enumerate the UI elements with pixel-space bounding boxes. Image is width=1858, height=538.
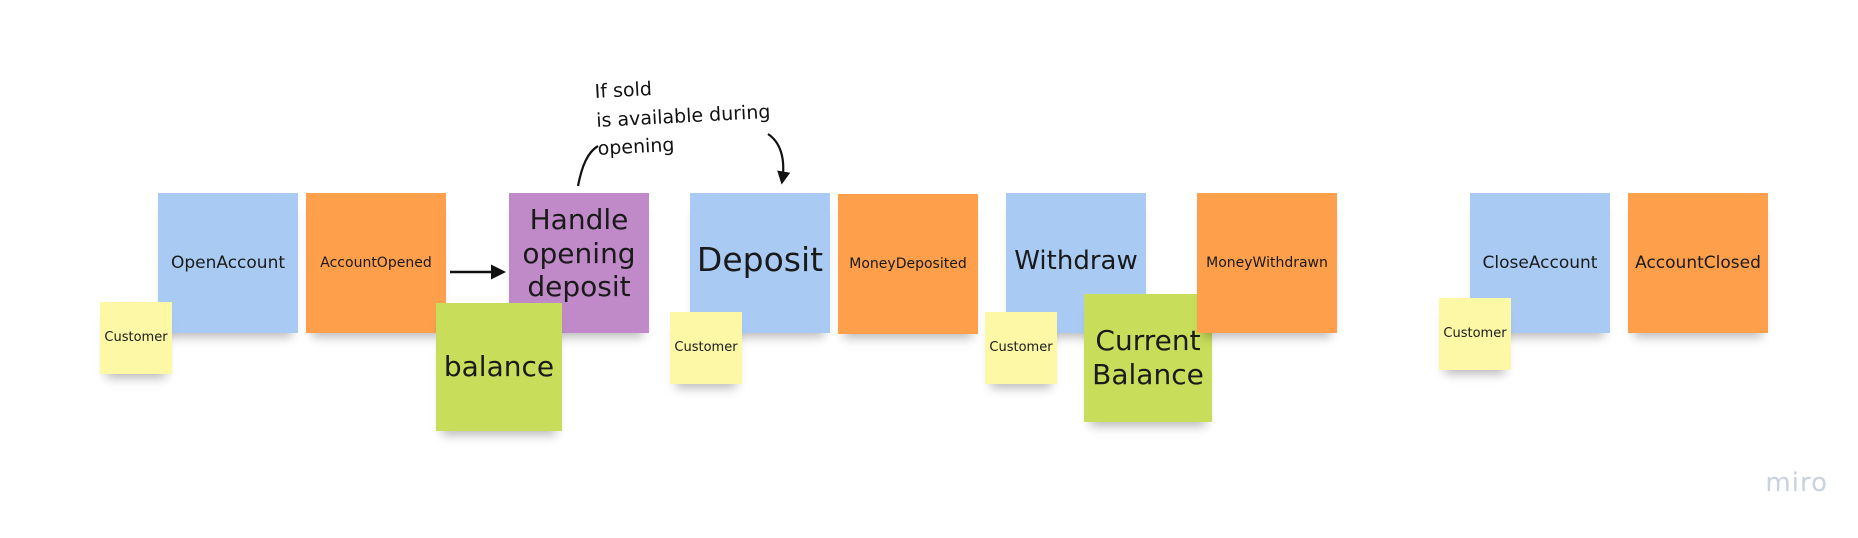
sticky-customer-actor[interactable]: Customer [1439, 298, 1511, 370]
sticky-label: Customer [674, 340, 738, 356]
sticky-open-account[interactable]: OpenAccount [158, 193, 298, 333]
sticky-money-deposited[interactable]: MoneyDeposited [838, 194, 978, 334]
sticky-label: AccountClosed [1635, 252, 1761, 273]
sticky-label: Handle opening deposit [522, 203, 636, 304]
sticky-account-closed[interactable]: AccountClosed [1628, 193, 1768, 333]
sticky-label: Customer [1443, 326, 1507, 342]
sticky-money-withdrawn[interactable]: MoneyWithdrawn [1197, 193, 1337, 333]
sticky-label: Customer [104, 330, 168, 346]
annotation-connector-left [576, 145, 599, 187]
sticky-label: Withdraw [1014, 246, 1138, 277]
sticky-current-balance[interactable]: Current Balance [1084, 294, 1212, 422]
sticky-label: Customer [989, 340, 1053, 356]
sticky-balance[interactable]: balance [436, 303, 562, 431]
sticky-label: MoneyDeposited [849, 255, 967, 272]
sticky-account-opened[interactable]: AccountOpened [306, 193, 446, 333]
sticky-label: OpenAccount [170, 252, 286, 273]
sticky-label: Deposit [696, 240, 824, 280]
sticky-label: CloseAccount [1482, 252, 1598, 273]
sticky-deposit[interactable]: Deposit [690, 193, 830, 333]
sticky-label: MoneyWithdrawn [1206, 254, 1328, 271]
miro-logo: miro [1765, 468, 1828, 498]
sticky-customer-actor[interactable]: Customer [670, 312, 742, 384]
annotation-text[interactable]: If sold is available during opening [594, 78, 771, 160]
sticky-label: balance [443, 350, 555, 384]
sticky-label: Current Balance [1092, 324, 1204, 391]
sticky-withdraw[interactable]: Withdraw [1006, 193, 1146, 333]
sticky-customer-actor[interactable]: Customer [100, 302, 172, 374]
sticky-label: AccountOpened [320, 254, 432, 271]
sticky-customer-actor[interactable]: Customer [985, 312, 1057, 384]
